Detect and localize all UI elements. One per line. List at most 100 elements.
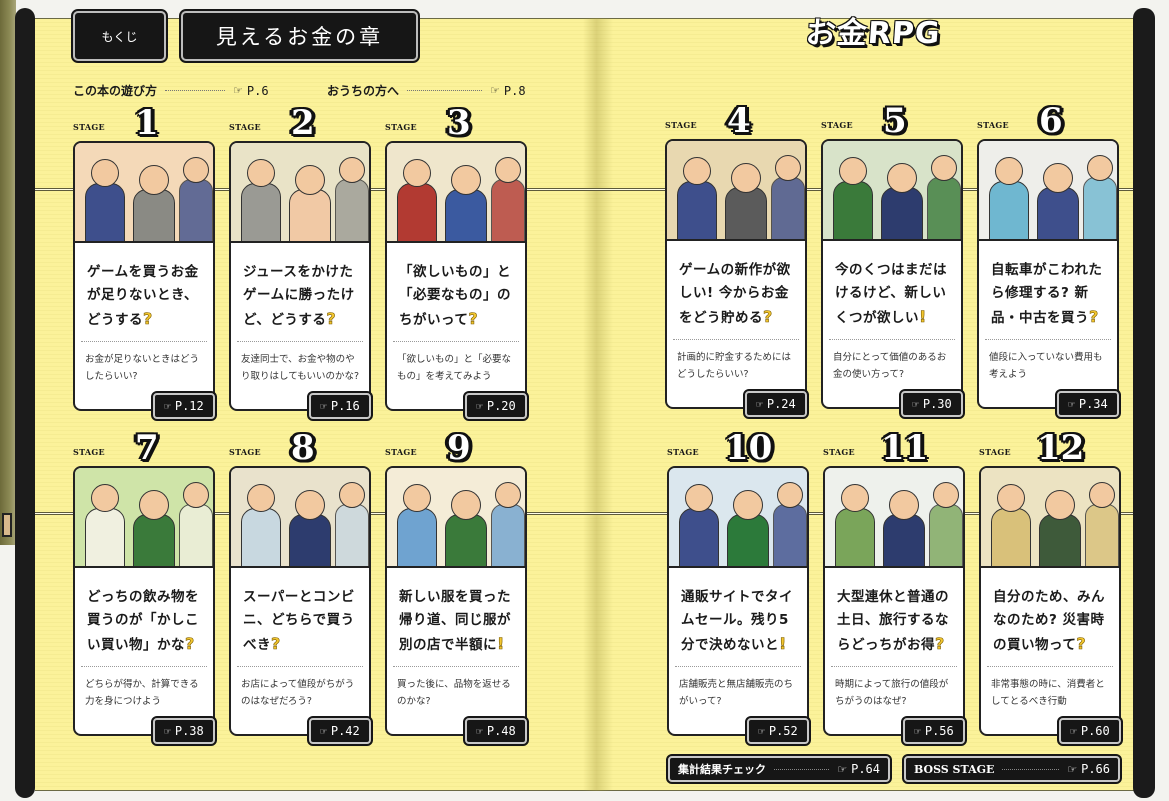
stage-page-button[interactable]: ☞ P.24 [743, 389, 809, 419]
stage-question: 今のくつはまだはけるけど、新しいくつが欲しい! [835, 262, 947, 326]
stage-card[interactable]: 新しい服を買った帰り道、同じ服が別の店で半額に! 買った後に、品物を返せるのかな… [385, 466, 529, 746]
stage-page-button[interactable]: ☞ P.48 [463, 716, 529, 746]
stage-page-button[interactable]: ☞ P.16 [307, 391, 373, 421]
pointing-hand-icon: ☞ [837, 762, 848, 776]
stage-number: 10 [725, 428, 773, 468]
stage-description: お店によって値段がちがうのはなぜだろう? [241, 679, 355, 707]
pointing-hand-icon: ☞ [476, 399, 483, 413]
stage-illustration [231, 468, 369, 568]
stage-description: 計画的に貯金するためにはどうしたらいい? [677, 352, 792, 380]
stage-page-button[interactable]: ☞ P.52 [745, 716, 811, 746]
stage-number: 6 [1039, 101, 1063, 141]
stage-label: STAGE [385, 447, 417, 457]
stage-page-button[interactable]: ☞ P.42 [307, 716, 373, 746]
rail-line-bottom [35, 512, 1133, 515]
pointing-hand-icon: ☞ [476, 724, 483, 738]
pointing-hand-icon: ☞ [233, 84, 243, 97]
stage-label: STAGE [979, 447, 1011, 457]
stage-card[interactable]: ジュースをかけたゲームに勝ったけど、どうする? 友達同士で、お金や物のやり取りは… [229, 141, 373, 421]
intro-link-page: P.8 [503, 83, 526, 98]
summary-check-link[interactable]: 集計結果チェック ☞ P.64 [666, 754, 892, 784]
stage-question: 通販サイトでタイムセール。残り5分で決めないと! [681, 589, 793, 653]
dotted-divider [237, 666, 363, 667]
stage-card[interactable]: 通販サイトでタイムセール。残り5分で決めないと! 店舗販売と無店舗販売のちがいっ… [667, 466, 811, 746]
stage-number: 9 [447, 428, 471, 468]
stage-page-button[interactable]: ☞ P.20 [463, 391, 529, 421]
summary-check-page: P.64 [851, 762, 880, 776]
stage-question: 自転車がこわれたら修理する? 新品・中古を買う? [991, 262, 1103, 327]
question-mark-icon: ? [271, 634, 281, 654]
stage-illustration [981, 468, 1119, 568]
intro-link-for-parents[interactable]: おうちの方へ ☞ P.8 [327, 82, 526, 99]
stage-page-number: P.38 [174, 724, 204, 738]
stage-page-button[interactable]: ☞ P.56 [901, 716, 967, 746]
stage-number: 11 [881, 428, 929, 468]
intro-link-label: この本の遊び方 [73, 84, 158, 98]
stage-label: STAGE [823, 447, 855, 457]
intro-link-label: おうちの方へ [327, 84, 400, 98]
stage-label: STAGE [73, 122, 105, 132]
leader-dots [774, 768, 830, 770]
dotted-divider [81, 666, 207, 667]
boss-stage-link[interactable]: BOSS STAGE ☞ P.66 [902, 754, 1122, 784]
stage-card[interactable]: 今のくつはまだはけるけど、新しいくつが欲しい! 自分にとって価値のあるお金の使い… [821, 139, 965, 419]
question-mark-icon: ? [1076, 634, 1087, 654]
summary-check-label: 集計結果チェック [678, 763, 766, 776]
dotted-divider [393, 666, 519, 667]
dotted-divider [829, 339, 955, 340]
pointing-hand-icon: ☞ [320, 399, 327, 413]
question-mark-icon: ? [143, 309, 153, 329]
stage-number: 12 [1037, 428, 1085, 468]
stage-page-button[interactable]: ☞ P.38 [151, 716, 217, 746]
dotted-divider [675, 666, 801, 667]
stage-question: ゲームの新作が欲しい! 今からお金をどう貯める? [679, 262, 791, 326]
rail-line-top [35, 188, 1133, 191]
stage-page-number: P.20 [486, 399, 516, 413]
dotted-divider [985, 339, 1111, 340]
stage-card[interactable]: スーパーとコンビニ、どちらで買うべき? お店によって値段がちがうのはなぜだろう?… [229, 466, 373, 746]
left-edge-bar [15, 8, 35, 798]
stage-page-number: P.24 [766, 397, 796, 411]
stage-number: 1 [135, 103, 159, 143]
toc-label-box: もくじ [71, 9, 168, 63]
stage-page-button[interactable]: ☞ P.12 [151, 391, 217, 421]
question-mark-icon: ? [1089, 307, 1099, 327]
stage-page-button[interactable]: ☞ P.30 [899, 389, 965, 419]
stage-card[interactable]: 自転車がこわれたら修理する? 新品・中古を買う? 値段に入っていない費用も考えよ… [977, 139, 1121, 419]
stage-label: STAGE [73, 447, 105, 457]
stage-label: STAGE [385, 122, 417, 132]
pointing-hand-icon: ☞ [320, 724, 327, 738]
stage-page-button[interactable]: ☞ P.34 [1055, 389, 1121, 419]
stage-illustration [387, 468, 525, 568]
stage-card[interactable]: ゲームを買うお金が足りないとき、どうする? お金が足りないときはどうしたらいい?… [73, 141, 217, 421]
stage-description: 「欲しいもの」と「必要なもの」を考えてみよう [397, 354, 512, 382]
stage-page-number: P.16 [330, 399, 360, 413]
stage-question: ゲームを買うお金が足りないとき、どうする? [87, 264, 199, 329]
stage-page-button[interactable]: ☞ P.60 [1057, 716, 1123, 746]
stage-card[interactable]: 自分のため、みんなのため? 災害時の買い物って? 非常事態の時に、消費者としてと… [979, 466, 1123, 746]
intro-link-page: P.6 [246, 83, 269, 98]
stage-card[interactable]: どっちの飲み物を買うのが「かしこい買い物」かな? どちらが得か、計算できる力を身… [73, 466, 217, 746]
exclamation-mark-icon: ! [497, 634, 505, 654]
dotted-divider [987, 666, 1113, 667]
pointing-hand-icon: ☞ [164, 724, 171, 738]
dotted-divider [831, 666, 957, 667]
stage-question: 「欲しいもの」と「必要なもの」のちがいって? [399, 264, 511, 328]
stage-number: 2 [291, 103, 315, 143]
stage-number: 4 [727, 101, 751, 141]
stage-label: STAGE [665, 120, 697, 130]
stage-card[interactable]: ゲームの新作が欲しい! 今からお金をどう貯める? 計画的に貯金するためにはどうし… [665, 139, 809, 419]
stage-card[interactable]: 大型連休と普通の土日、旅行するならどっちがお得? 時期によって旅行の値段がちがう… [823, 466, 967, 746]
intro-link-how-to-play[interactable]: この本の遊び方 ☞ P.6 [73, 82, 269, 99]
stage-question: 自分のため、みんなのため? 災害時の買い物って? [993, 589, 1105, 654]
dotted-divider [237, 341, 363, 342]
stage-page-number: P.34 [1078, 397, 1108, 411]
stage-number: 5 [883, 101, 907, 141]
stage-card[interactable]: 「欲しいもの」と「必要なもの」のちがいって? 「欲しいもの」と「必要なもの」を考… [385, 141, 529, 421]
stage-question: ジュースをかけたゲームに勝ったけど、どうする? [243, 264, 355, 328]
dotted-divider [81, 341, 207, 342]
stage-illustration [387, 143, 525, 243]
stage-illustration [231, 143, 369, 243]
stage-page-number: P.48 [486, 724, 516, 738]
stage-description: 買った後に、品物を返せるのかな? [397, 679, 511, 707]
